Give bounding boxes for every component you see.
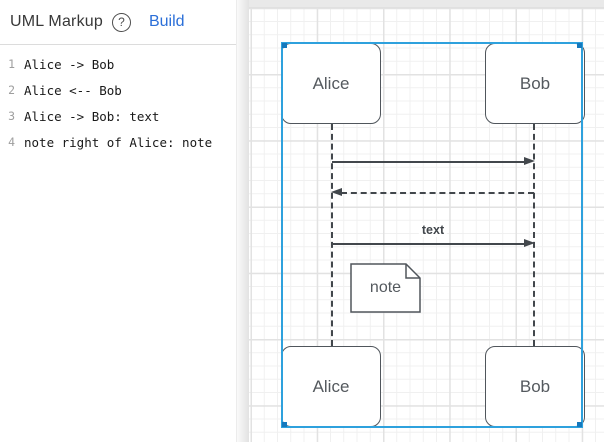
actor-box-alice-bottom[interactable]: Alice bbox=[281, 346, 381, 427]
selection-handle-ne[interactable] bbox=[577, 43, 582, 48]
canvas-page-edge bbox=[249, 0, 604, 8]
actor-label: Alice bbox=[312, 73, 350, 93]
code-line[interactable]: 3 Alice -> Bob: text bbox=[0, 103, 236, 129]
arrow-line bbox=[332, 243, 525, 245]
code-line[interactable]: 1 Alice -> Bob bbox=[0, 51, 236, 77]
actor-box-alice-top[interactable]: Alice bbox=[281, 43, 381, 124]
selection-handle-nw[interactable] bbox=[282, 43, 287, 48]
panel-title: UML Markup bbox=[10, 13, 103, 30]
lifeline-alice[interactable] bbox=[331, 124, 333, 346]
lifeline-bob[interactable] bbox=[533, 124, 535, 346]
selection-handle-se[interactable] bbox=[577, 422, 582, 427]
arrowhead-left-icon bbox=[331, 188, 342, 196]
code-text[interactable]: Alice -> Bob: text bbox=[24, 108, 160, 124]
code-text[interactable]: Alice <-- Bob bbox=[24, 82, 122, 98]
actor-box-bob-top[interactable]: Bob bbox=[485, 43, 585, 124]
arrow-line bbox=[332, 161, 525, 163]
note-outline-icon bbox=[350, 263, 421, 313]
actor-label: Bob bbox=[519, 73, 551, 93]
markup-code-editor[interactable]: 1 Alice -> Bob 2 Alice <-- Bob 3 Alice -… bbox=[0, 45, 236, 155]
line-number: 2 bbox=[8, 83, 15, 97]
code-text[interactable]: Alice -> Bob bbox=[24, 56, 115, 72]
arrow-line bbox=[341, 192, 534, 194]
help-icon[interactable]: ? bbox=[111, 12, 131, 32]
actor-box-bob-bottom[interactable]: Bob bbox=[485, 346, 585, 427]
code-text[interactable]: note right of Alice: note bbox=[24, 134, 213, 150]
note-label: note bbox=[369, 279, 402, 296]
line-number: 1 bbox=[8, 57, 15, 71]
build-button[interactable]: Build bbox=[148, 13, 185, 30]
message-label[interactable]: text bbox=[418, 223, 448, 237]
arrowhead-right-icon bbox=[524, 239, 535, 247]
panel-header-divider bbox=[0, 44, 236, 45]
code-line[interactable]: 2 Alice <-- Bob bbox=[0, 77, 236, 103]
diagram-canvas[interactable]: Alice Bob text not bbox=[249, 0, 604, 442]
panel-canvas-divider[interactable] bbox=[236, 0, 249, 442]
uml-markup-panel: UML Markup ? Build 1 Alice -> Bob 2 Alic… bbox=[0, 0, 236, 442]
line-number: 4 bbox=[8, 135, 15, 149]
actor-label: Alice bbox=[312, 376, 350, 396]
arrowhead-right-icon bbox=[524, 157, 535, 165]
code-line[interactable]: 4 note right of Alice: note bbox=[0, 129, 236, 155]
panel-header: UML Markup ? Build bbox=[0, 0, 236, 44]
selection-handle-sw[interactable] bbox=[282, 422, 287, 427]
note-shape[interactable]: note bbox=[350, 263, 421, 313]
actor-label: Bob bbox=[519, 376, 551, 396]
line-number: 3 bbox=[8, 109, 15, 123]
